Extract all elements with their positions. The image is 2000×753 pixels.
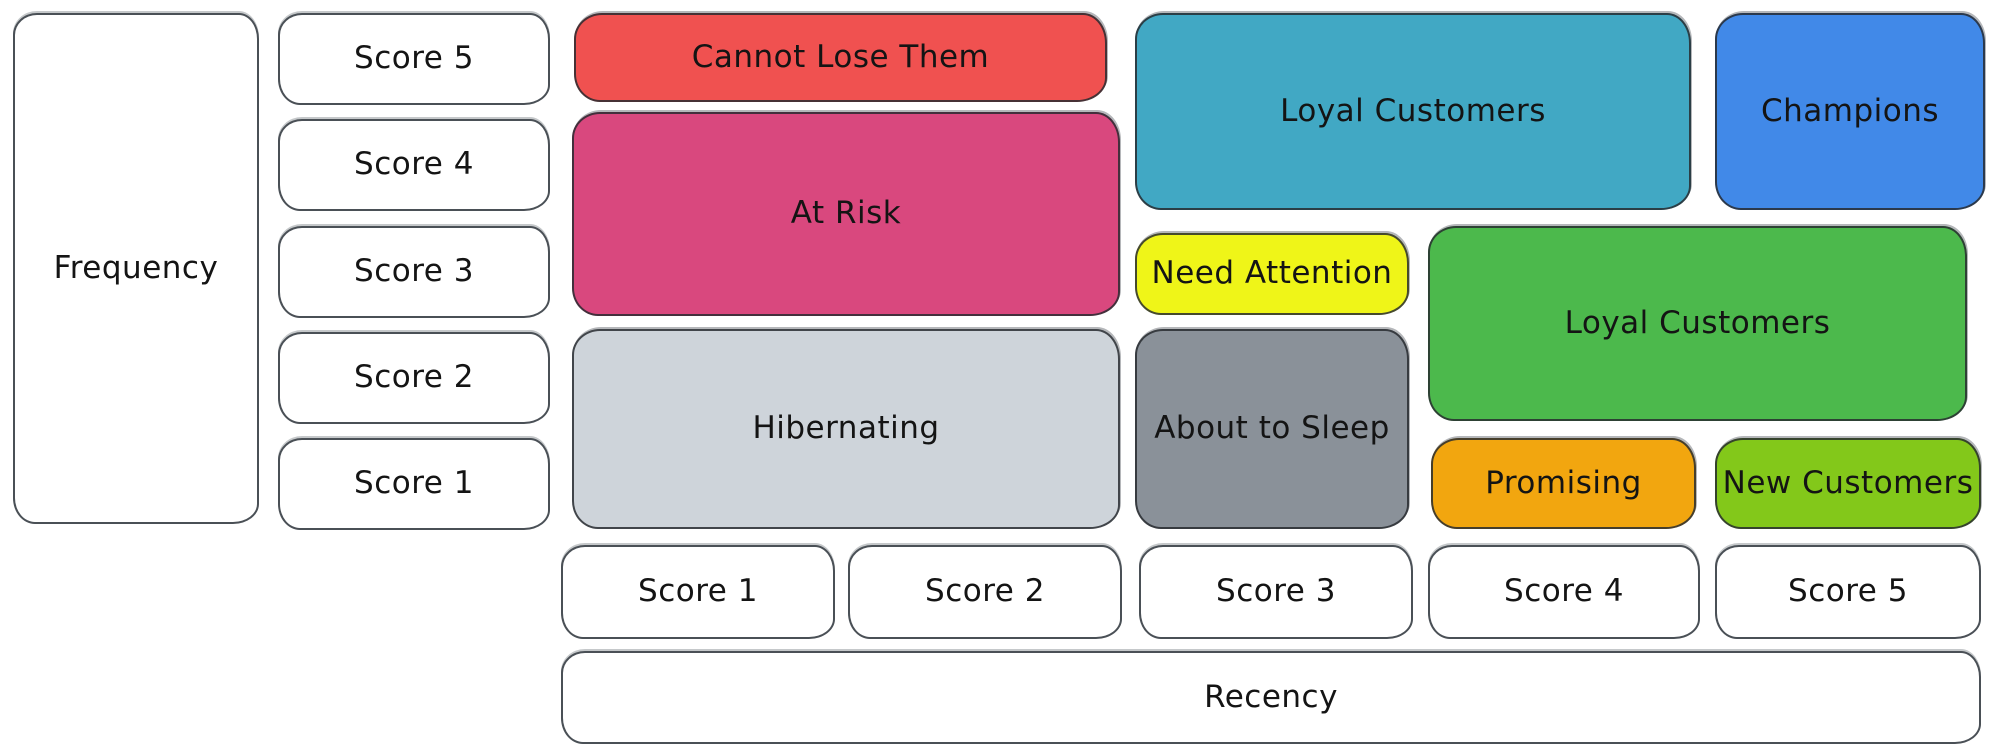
segment-champions: Champions (1715, 13, 1985, 210)
segment-need-attention: Need Attention (1135, 233, 1409, 315)
frequency-axis-label: Frequency (13, 13, 259, 524)
segment-hibernating: Hibernating (572, 329, 1120, 529)
frequency-score-3: Score 3 (278, 226, 550, 318)
segment-promising: Promising (1431, 438, 1696, 529)
segment-about-to-sleep: About to Sleep (1135, 329, 1409, 529)
recency-score-2: Score 2 (848, 545, 1122, 639)
segment-new-customers: New Customers (1715, 438, 1981, 529)
recency-score-5: Score 5 (1715, 545, 1981, 639)
frequency-score-5: Score 5 (278, 13, 550, 105)
frequency-score-2: Score 2 (278, 332, 550, 424)
segment-loyal-customers-teal: Loyal Customers (1135, 13, 1691, 210)
segment-loyal-customers-green: Loyal Customers (1428, 226, 1967, 421)
recency-score-3: Score 3 (1139, 545, 1413, 639)
segment-at-risk: At Risk (572, 112, 1120, 316)
frequency-score-4: Score 4 (278, 119, 550, 211)
recency-axis-label: Recency (561, 651, 1981, 744)
recency-score-4: Score 4 (1428, 545, 1700, 639)
frequency-score-1: Score 1 (278, 438, 550, 530)
segment-cannot-lose-them: Cannot Lose Them (574, 13, 1107, 102)
recency-score-1: Score 1 (561, 545, 835, 639)
